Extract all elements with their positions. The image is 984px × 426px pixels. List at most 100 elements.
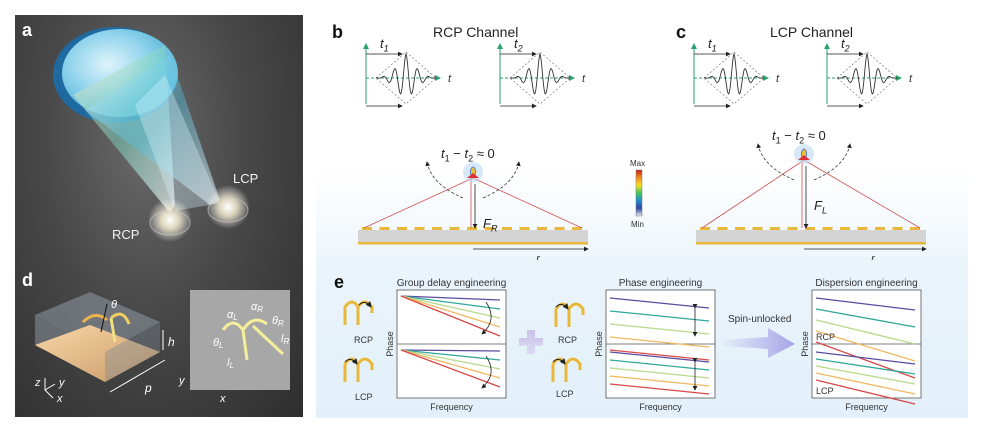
meta-atom-arm-right xyxy=(110,312,131,325)
rotation-arrow xyxy=(344,358,358,365)
lcp-pulse-2: t2t xyxy=(824,36,913,109)
dispersion-line xyxy=(400,349,501,352)
atom-arm-left xyxy=(343,300,360,325)
plus-vertical xyxy=(527,330,535,354)
panel-letter-b: b xyxy=(332,22,343,42)
pulse-envelope xyxy=(509,51,571,105)
label-theta: θ xyxy=(111,299,117,311)
meta-atom xyxy=(379,227,390,230)
label-h: h xyxy=(168,335,175,349)
dispersion-line xyxy=(815,351,916,365)
ray-right xyxy=(803,159,921,229)
dispersion-line xyxy=(400,349,501,370)
rotation-arrow xyxy=(555,303,569,310)
pulse-wave xyxy=(704,52,764,95)
dispersion-line xyxy=(400,295,501,310)
dispersion-line xyxy=(609,349,710,361)
label-alpha-r: αR xyxy=(251,301,263,314)
top-view-axis-y: y xyxy=(178,375,186,387)
lcp-atom-label: LCP xyxy=(355,392,373,402)
meta-atom xyxy=(572,227,582,230)
top-view-arm-left xyxy=(221,321,245,331)
panel-letter-e: e xyxy=(334,272,345,292)
unit-cell-substrate xyxy=(35,325,160,382)
pulse-wave xyxy=(510,52,570,95)
panel-letter-d: d xyxy=(22,270,33,290)
dispersion-line xyxy=(609,367,710,379)
plot-title: Phase engineering xyxy=(619,278,702,289)
meta-atom xyxy=(770,227,780,230)
substrate-gold-layer xyxy=(696,242,926,245)
pulse-wave xyxy=(376,52,436,95)
axis-z-label: z xyxy=(34,377,41,389)
focus-spot-rcp xyxy=(148,198,192,242)
label-l-r: lR xyxy=(281,333,289,346)
meta-atom xyxy=(857,227,868,230)
dispersion-line xyxy=(400,295,501,337)
dispersion-line xyxy=(400,295,501,319)
rcp-atom-label: RCP xyxy=(354,335,373,345)
top-view-arm-right xyxy=(241,318,268,331)
pulse-delay-label: t2 xyxy=(514,36,523,53)
rcp-pulse-1: t1t xyxy=(363,36,452,109)
plot-title: Dispersion engineering xyxy=(815,278,917,289)
dispersion-line xyxy=(609,310,710,322)
timing-condition: t1 − t2 ≈ 0 xyxy=(772,128,826,145)
panel-letter-c: c xyxy=(676,22,687,42)
meta-atom xyxy=(892,227,903,230)
axis-x-label: x xyxy=(56,393,63,405)
rcp-phase-atom xyxy=(554,302,585,327)
plot-title: Group delay engineering xyxy=(397,278,507,289)
label-rcp: RCP xyxy=(112,227,139,242)
meta-atom xyxy=(822,227,833,230)
rotation-arrow xyxy=(358,301,372,308)
meta-atom xyxy=(735,227,745,230)
lcp-phase-atom xyxy=(551,357,582,382)
dashed-arc-left xyxy=(756,143,795,181)
dispersion-line xyxy=(400,349,501,379)
rcp-phase-atom-label: RCP xyxy=(558,335,577,345)
meta-atom xyxy=(397,227,407,230)
panel-letter-a: a xyxy=(22,20,33,40)
meta-atom xyxy=(362,227,372,230)
rotation-arrow xyxy=(552,358,566,365)
dispersion-line xyxy=(609,323,710,335)
meta-atom xyxy=(787,227,798,230)
pulse-envelope xyxy=(836,51,898,105)
colorbar-min-label: Min xyxy=(631,220,644,229)
dispersion-line xyxy=(609,351,710,363)
focus-spot-lcp xyxy=(206,185,250,229)
dispersion-line xyxy=(609,336,710,348)
dashed-arc-right xyxy=(813,143,852,181)
time-axis-label: t xyxy=(776,73,780,85)
panel-d-illustration: θ h p z y x αL αR θR θL lR lL y x xyxy=(34,290,290,405)
meta-atom xyxy=(449,227,460,230)
label-lcp: LCP xyxy=(233,171,258,186)
atom-arm-right xyxy=(356,357,374,370)
dispersion-line xyxy=(815,297,916,311)
colorbar xyxy=(635,169,643,217)
meta-atom xyxy=(484,227,495,230)
dispersion-line xyxy=(815,358,916,375)
radial-label: r xyxy=(871,253,876,260)
meta-atom xyxy=(502,227,512,230)
timing-condition: t1 − t2 ≈ 0 xyxy=(441,146,495,163)
meta-atom xyxy=(519,227,530,230)
label-theta-r: θR xyxy=(272,315,284,328)
focal-length-label: FL xyxy=(814,198,827,215)
pulse-wave xyxy=(837,52,897,95)
dispersion-line xyxy=(609,383,710,395)
x-axis-label: Frequency xyxy=(845,402,888,412)
lcp-atom xyxy=(343,357,374,382)
axis-y xyxy=(44,383,56,391)
dispersion-line xyxy=(815,319,916,345)
axis-x xyxy=(44,389,54,399)
dispersion-line xyxy=(815,379,916,405)
meta-atom xyxy=(752,227,763,230)
meta-atom xyxy=(700,227,710,230)
lcp-channel-title: LCP Channel xyxy=(770,24,854,40)
pulse-delay-label: t1 xyxy=(380,36,389,53)
